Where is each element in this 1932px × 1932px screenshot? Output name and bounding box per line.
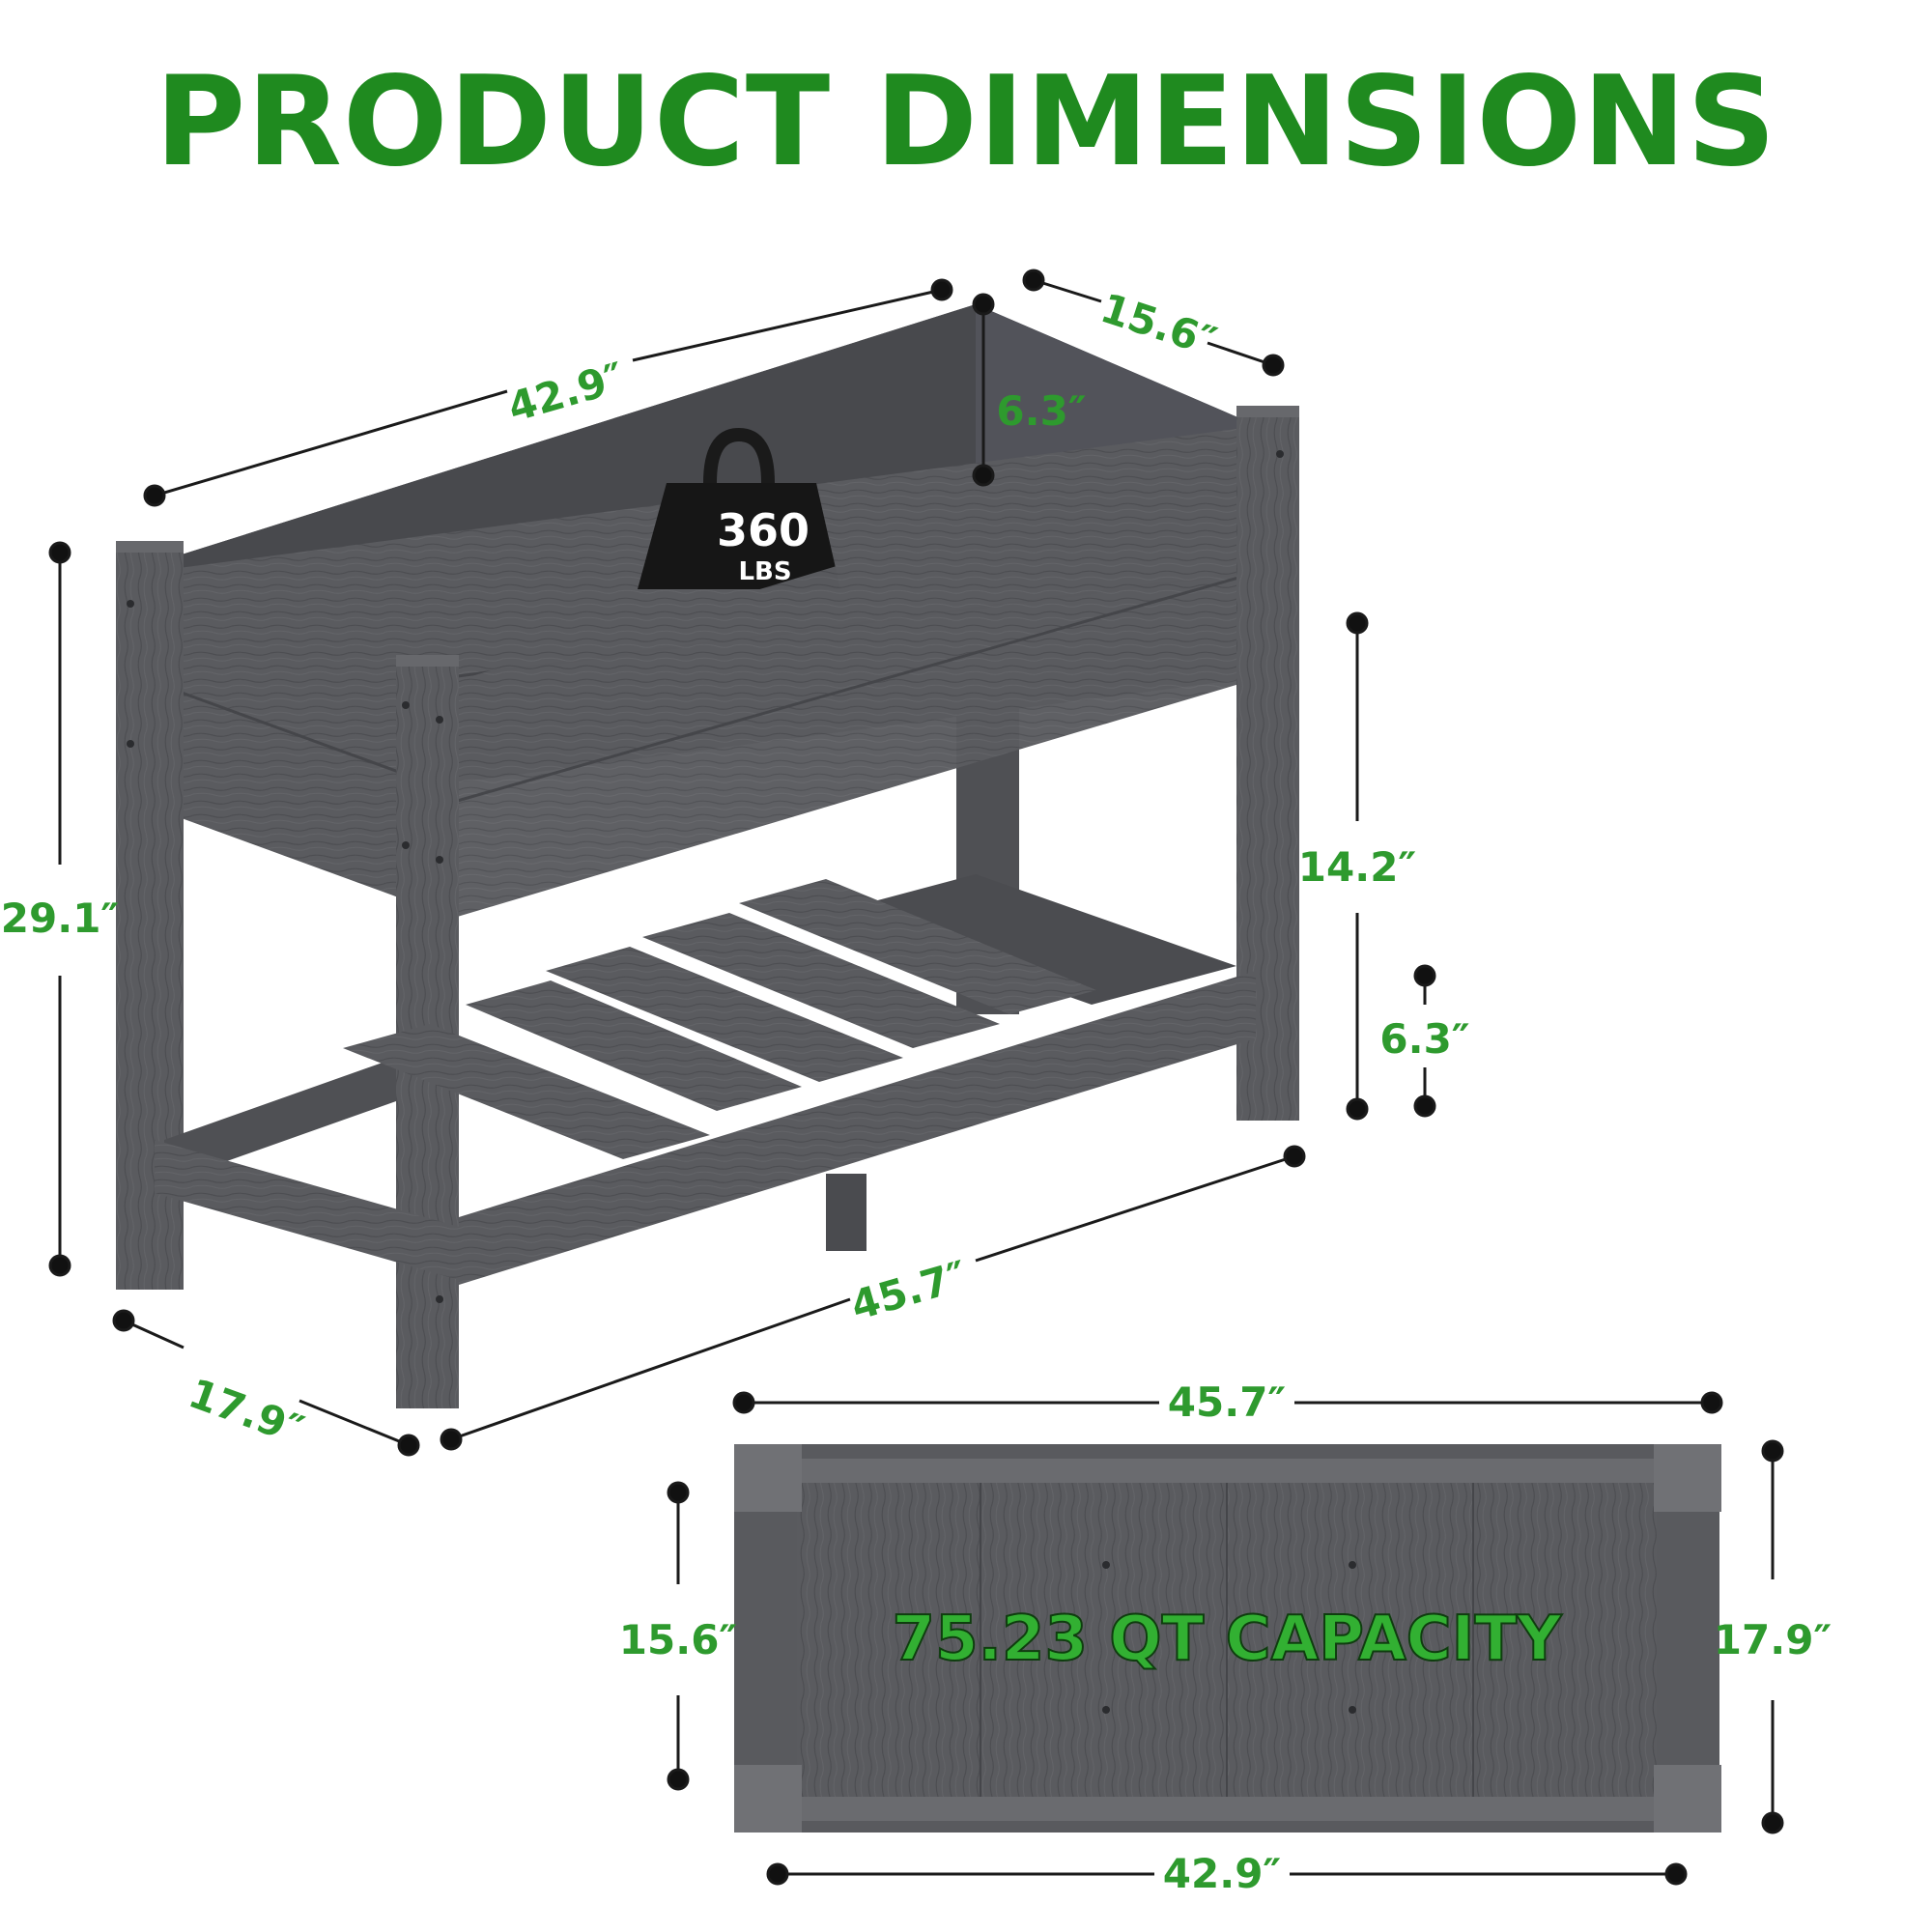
weight-value: 360 xyxy=(717,504,810,556)
dim-base-length: 45.7″ xyxy=(845,1252,972,1330)
weight-icon: 360 LBS xyxy=(638,427,840,589)
page-title: PRODUCT DIMENSIONS xyxy=(155,50,1777,194)
dim-inner-depth: 6.3″ xyxy=(996,387,1086,435)
top-view-outer-length: 45.7″ xyxy=(1168,1378,1286,1426)
top-view-outer-width: 17.9″ xyxy=(1714,1616,1832,1663)
dim-top-width: 15.6″ xyxy=(1095,284,1223,365)
top-view-inner-width: 15.6″ xyxy=(619,1616,737,1663)
planter-top-view: 75.23 QT CAPACITY xyxy=(734,1444,1721,1833)
dimension-lines xyxy=(48,269,1436,1457)
shelf-slats xyxy=(343,879,1096,1159)
shelf-front-rail xyxy=(459,971,1256,1285)
planter-3d-view: 360 LBS xyxy=(116,304,1299,1408)
top-view-dimension-lines xyxy=(667,1391,1784,1886)
dim-leg-clearance: 14.2″ xyxy=(1298,843,1416,891)
dim-total-height: 29.1″ xyxy=(1,895,119,942)
weight-unit: LBS xyxy=(738,557,791,586)
dim-shelf-height: 6.3″ xyxy=(1379,1015,1469,1063)
shelf-side-rail xyxy=(155,1140,459,1280)
dim-base-width: 17.9″ xyxy=(183,1369,310,1454)
top-view-inner-length: 42.9″ xyxy=(1163,1850,1281,1897)
back-middle-leg xyxy=(826,1174,867,1251)
capacity-label: 75.23 QT CAPACITY xyxy=(893,1604,1563,1675)
